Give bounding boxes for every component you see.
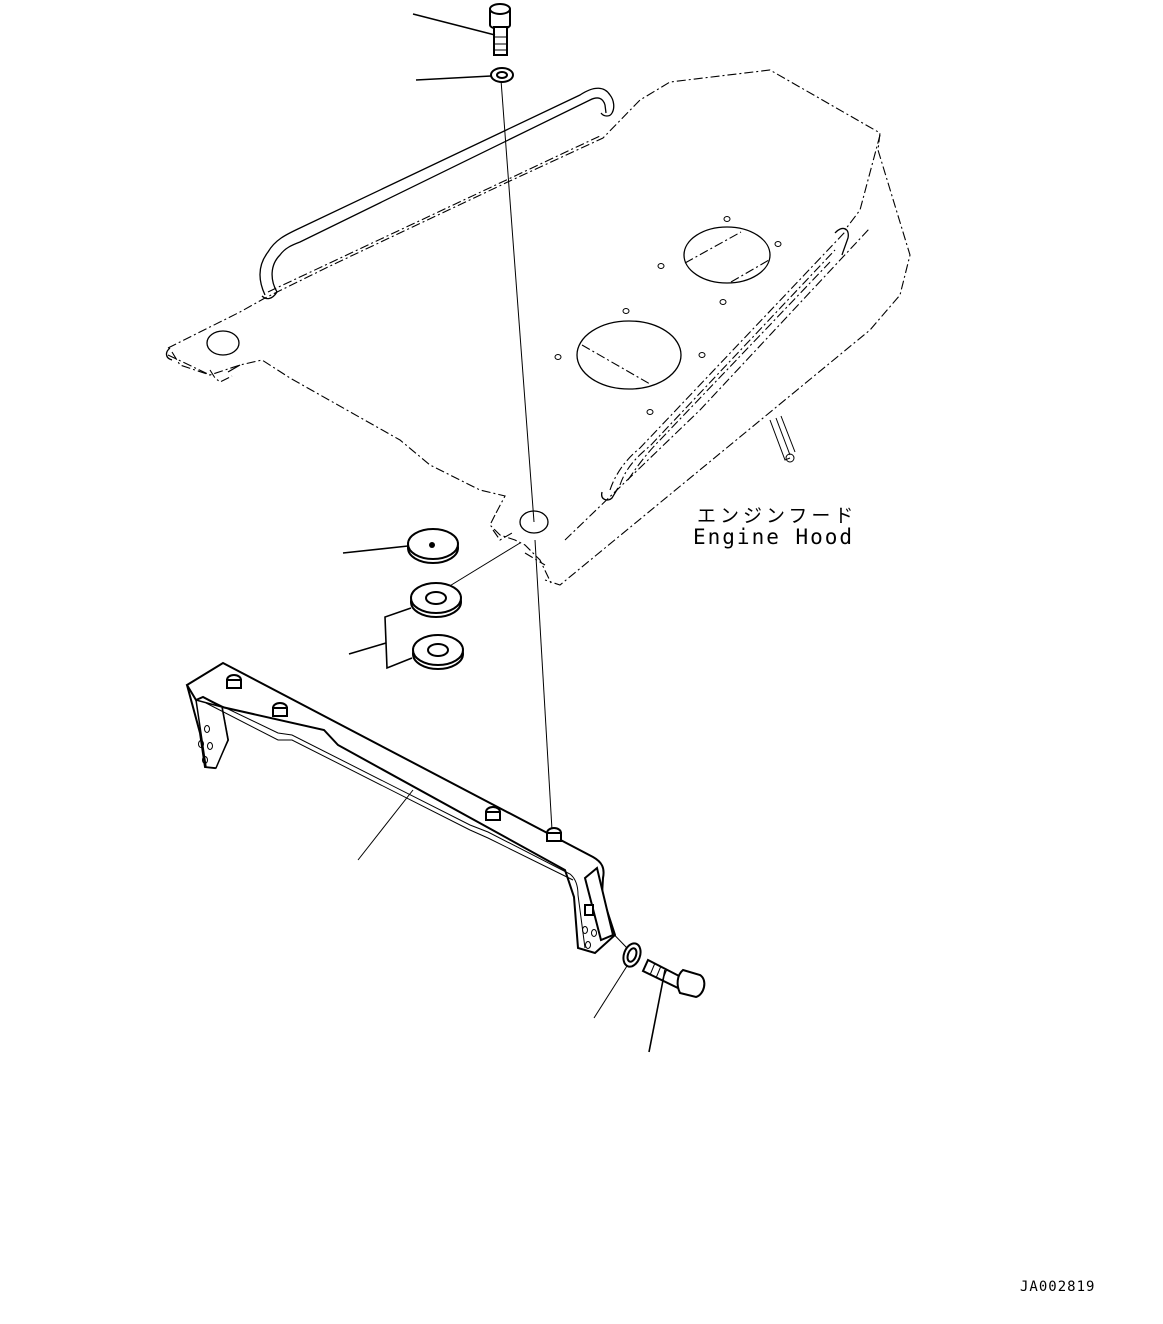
assembly-axis-line-lower — [534, 539, 553, 831]
leader-bracket — [357, 789, 414, 861]
assembly-axis-line-washers — [447, 542, 521, 588]
leader-washers — [348, 642, 387, 655]
washer-top — [490, 67, 514, 83]
washer-large-2 — [412, 634, 464, 670]
rubber-cushion — [407, 528, 459, 564]
leader-bolt-top — [412, 13, 496, 36]
engine-hood-label-jp: エンジンフード — [697, 505, 858, 527]
leader-rubber-cushion — [342, 545, 409, 554]
bracket — [185, 661, 617, 955]
leader-bolt-bottom — [648, 969, 666, 1053]
engine-hood — [165, 69, 911, 586]
bracket-leader-washers — [384, 607, 413, 670]
leader-washer-top — [415, 75, 492, 81]
washer-bottom — [622, 942, 642, 968]
bolt-bottom — [641, 958, 706, 999]
drawing-id: JA002819 — [1020, 1279, 1096, 1295]
assembly-axis-line — [500, 79, 535, 523]
bolt-top — [489, 3, 511, 56]
leader-washer-bottom — [593, 965, 628, 1019]
washer-large-1 — [410, 582, 462, 618]
engine-hood-label-en: Engine Hood — [693, 525, 855, 549]
